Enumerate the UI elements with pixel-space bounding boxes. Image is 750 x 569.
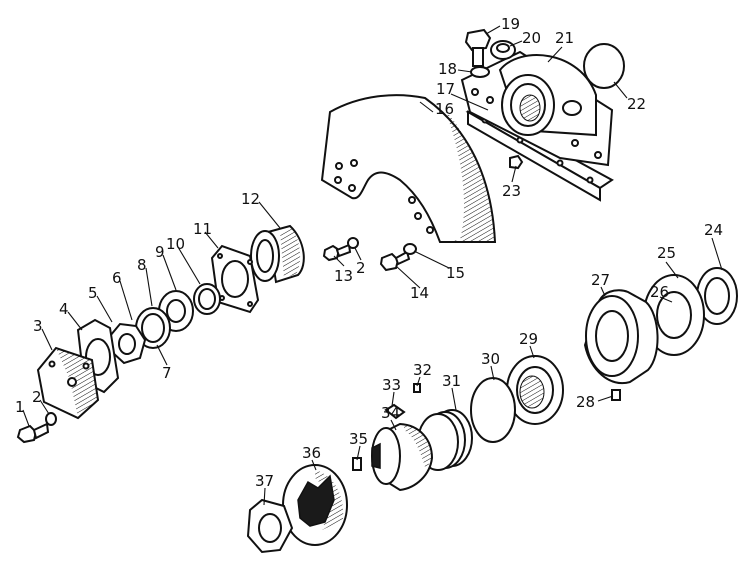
part-23-nut xyxy=(509,154,524,170)
part-34-hub xyxy=(371,422,434,492)
callout-16: 16 xyxy=(435,100,454,118)
callout-11: 11 xyxy=(193,220,212,238)
callout-33: 33 xyxy=(382,376,401,394)
part-2-washer-middle xyxy=(347,237,359,249)
callout-21: 21 xyxy=(555,29,574,47)
part-26-ring xyxy=(656,291,692,339)
callout-25: 25 xyxy=(657,244,676,262)
part-21-bearing-housing xyxy=(460,50,614,167)
callout-8: 8 xyxy=(137,256,147,274)
callout-34: 34 xyxy=(381,404,400,422)
callout-labels: 1 2 3 4 5 6 7 8 9 10 11 12 13 2 14 15 16… xyxy=(15,15,723,490)
part-20-nut xyxy=(490,40,516,60)
part-31-spring-ring xyxy=(417,409,473,471)
leader-lines xyxy=(22,25,723,506)
part-33-key xyxy=(384,403,406,420)
callout-24: 24 xyxy=(704,221,723,239)
part-14-bolt xyxy=(379,250,411,272)
part-37-slotted-nut xyxy=(246,498,294,554)
part-19-bolt xyxy=(464,28,492,67)
part-16-shield xyxy=(320,94,497,243)
callout-23: 23 xyxy=(502,182,521,200)
part-30-ring xyxy=(470,377,516,443)
callout-4: 4 xyxy=(59,300,69,318)
callout-37: 37 xyxy=(255,472,274,490)
part-2-washer-left xyxy=(45,412,57,426)
callout-2-middle: 2 xyxy=(356,259,366,277)
callout-1: 1 xyxy=(15,398,25,416)
part-3-end-cap xyxy=(36,346,100,420)
callout-35: 35 xyxy=(349,430,368,448)
part-24-ring xyxy=(696,267,738,325)
callout-3: 3 xyxy=(33,317,43,335)
callout-15: 15 xyxy=(446,264,465,282)
callout-19: 19 xyxy=(501,15,520,33)
part-27-flange xyxy=(583,289,659,385)
part-13-bolt xyxy=(322,243,352,262)
callout-28: 28 xyxy=(576,393,595,411)
callout-18: 18 xyxy=(438,60,457,78)
callout-7: 7 xyxy=(162,364,172,382)
callout-30: 30 xyxy=(481,350,500,368)
part-36-coupling-disc xyxy=(282,464,348,546)
callout-6: 6 xyxy=(112,269,122,287)
callout-12: 12 xyxy=(241,190,260,208)
callout-14: 14 xyxy=(410,284,429,302)
part-28-pin xyxy=(611,389,621,401)
callout-31: 31 xyxy=(442,372,461,390)
callout-17: 17 xyxy=(436,80,455,98)
part-11-flange-gasket xyxy=(210,244,260,314)
part-22-seal-ring xyxy=(583,43,625,89)
callout-29: 29 xyxy=(519,330,538,348)
callout-5: 5 xyxy=(88,284,98,302)
part-10-ring xyxy=(193,283,221,315)
callout-2-left: 2 xyxy=(32,388,42,406)
callout-9: 9 xyxy=(155,243,165,261)
callout-13: 13 xyxy=(334,267,353,285)
part-32-pin xyxy=(413,383,421,393)
part-29-bearing xyxy=(506,355,564,425)
callout-10: 10 xyxy=(166,235,185,253)
part-18-washer xyxy=(470,66,490,78)
part-15-washer xyxy=(403,243,417,255)
callout-36: 36 xyxy=(302,444,321,462)
callout-22: 22 xyxy=(627,95,646,113)
part-1-bolt xyxy=(16,422,50,444)
callout-26: 26 xyxy=(650,283,669,301)
callout-20: 20 xyxy=(522,29,541,47)
callout-27: 27 xyxy=(591,271,610,289)
part-12-sleeve xyxy=(250,224,305,284)
callout-32: 32 xyxy=(413,361,432,379)
